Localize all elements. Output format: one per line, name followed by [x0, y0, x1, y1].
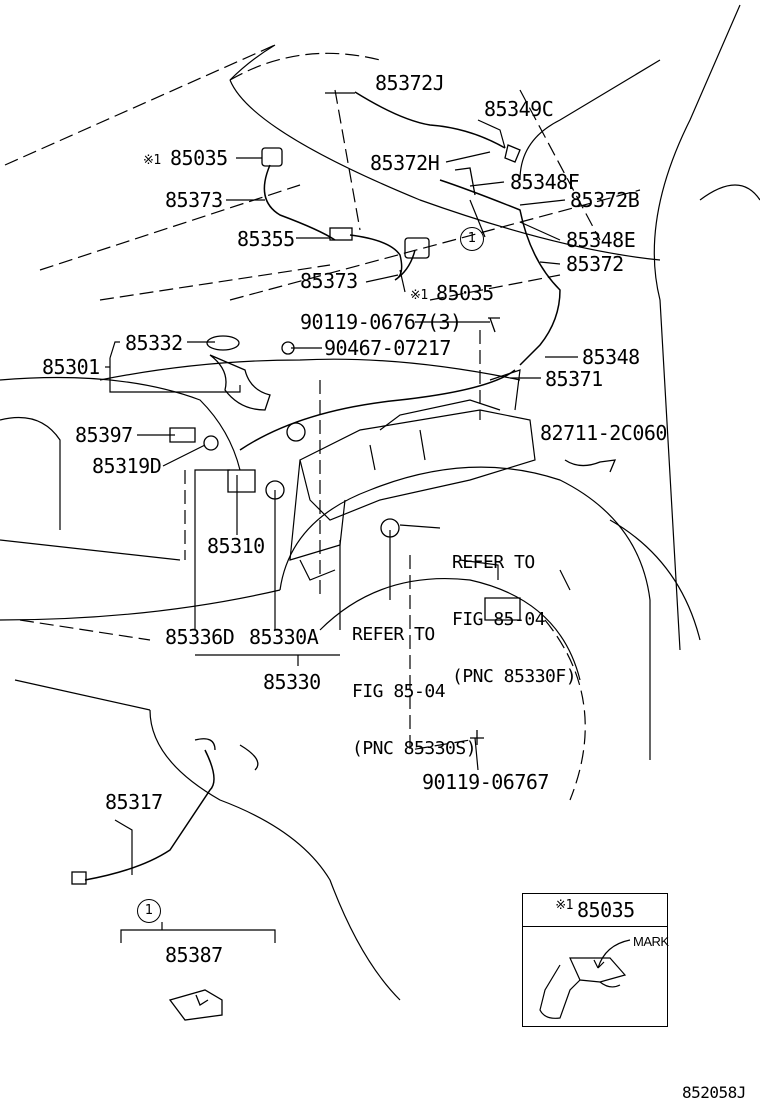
- inset-header: ※1 85035: [523, 894, 667, 927]
- refer-line: (PNC 85330F): [452, 666, 577, 687]
- part-label-85349C: 85349C: [484, 97, 554, 121]
- part-label-85387: 85387: [165, 943, 223, 967]
- refer-note-85330F: REFER TO FIG 85-04 (PNC 85330F): [452, 515, 577, 705]
- inset-part-number: 85035: [577, 898, 635, 922]
- inset-part-drawing: [539, 939, 631, 1019]
- note-mark: ※1: [143, 153, 161, 168]
- hoses: [84, 91, 561, 881]
- refer-line: FIG 85-04: [452, 609, 546, 630]
- part-label-85371: 85371: [545, 367, 603, 391]
- mark-label: MARK: [633, 934, 669, 949]
- part-label-90467-07217: 90467-07217: [324, 336, 451, 360]
- note-mark: ※1: [555, 898, 573, 913]
- part-label-85330: 85330: [263, 670, 321, 694]
- part-label-85332: 85332: [125, 331, 183, 355]
- part-label-90119-06767: 90119-06767: [422, 770, 549, 794]
- part-label-85355: 85355: [237, 227, 295, 251]
- refer-line: REFER TO: [352, 624, 435, 645]
- part-label-85397: 85397: [75, 423, 133, 447]
- vehicle-outline: [4, 44, 641, 801]
- part-label-85372J: 85372J: [375, 71, 445, 95]
- part-label-85372B: 85372B: [570, 188, 640, 212]
- part-label-85035-b: 85035: [436, 281, 494, 305]
- part-label-82711-2C060: 82711-2C060: [540, 421, 667, 445]
- part-glyphs: [71, 144, 617, 1021]
- part-label-85319D: 85319D: [92, 454, 162, 478]
- part-label-85348: 85348: [582, 345, 640, 369]
- part-label-85373-b: 85373: [300, 269, 358, 293]
- leader-lines: [105, 92, 578, 943]
- part-label-85348F: 85348F: [510, 170, 580, 194]
- part-label-85301: 85301: [42, 355, 100, 379]
- inset-box: ※1 85035 MARK: [522, 893, 669, 1027]
- part-label-85317: 85317: [105, 790, 163, 814]
- part-label-85372H: 85372H: [370, 151, 440, 175]
- vehicle-body: [0, 4, 760, 1001]
- figure-id: 852058J: [682, 1083, 746, 1102]
- part-label-85373: 85373: [165, 188, 223, 212]
- part-label-85348E: 85348E: [566, 228, 636, 252]
- refer-note-85330S: REFER TO FIG 85-04 (PNC 85330S): [352, 587, 477, 777]
- washer-tank: [289, 369, 536, 581]
- callout-circle-1: 1: [460, 227, 484, 251]
- refer-line: FIG 85-04: [352, 681, 446, 702]
- part-label-85330A: 85330A: [249, 625, 319, 649]
- note-mark: ※1: [410, 288, 428, 303]
- refer-line: REFER TO: [452, 552, 535, 573]
- refer-line: (PNC 85330S): [352, 738, 477, 759]
- part-label-85336D: 85336D: [165, 625, 235, 649]
- part-label-85035: 85035: [170, 146, 228, 170]
- callout-circle-1: 1: [137, 899, 161, 923]
- part-label-85310: 85310: [207, 534, 265, 558]
- part-label-85372: 85372: [566, 252, 624, 276]
- part-label-90119-06767-3: 90119-06767(3): [300, 310, 462, 334]
